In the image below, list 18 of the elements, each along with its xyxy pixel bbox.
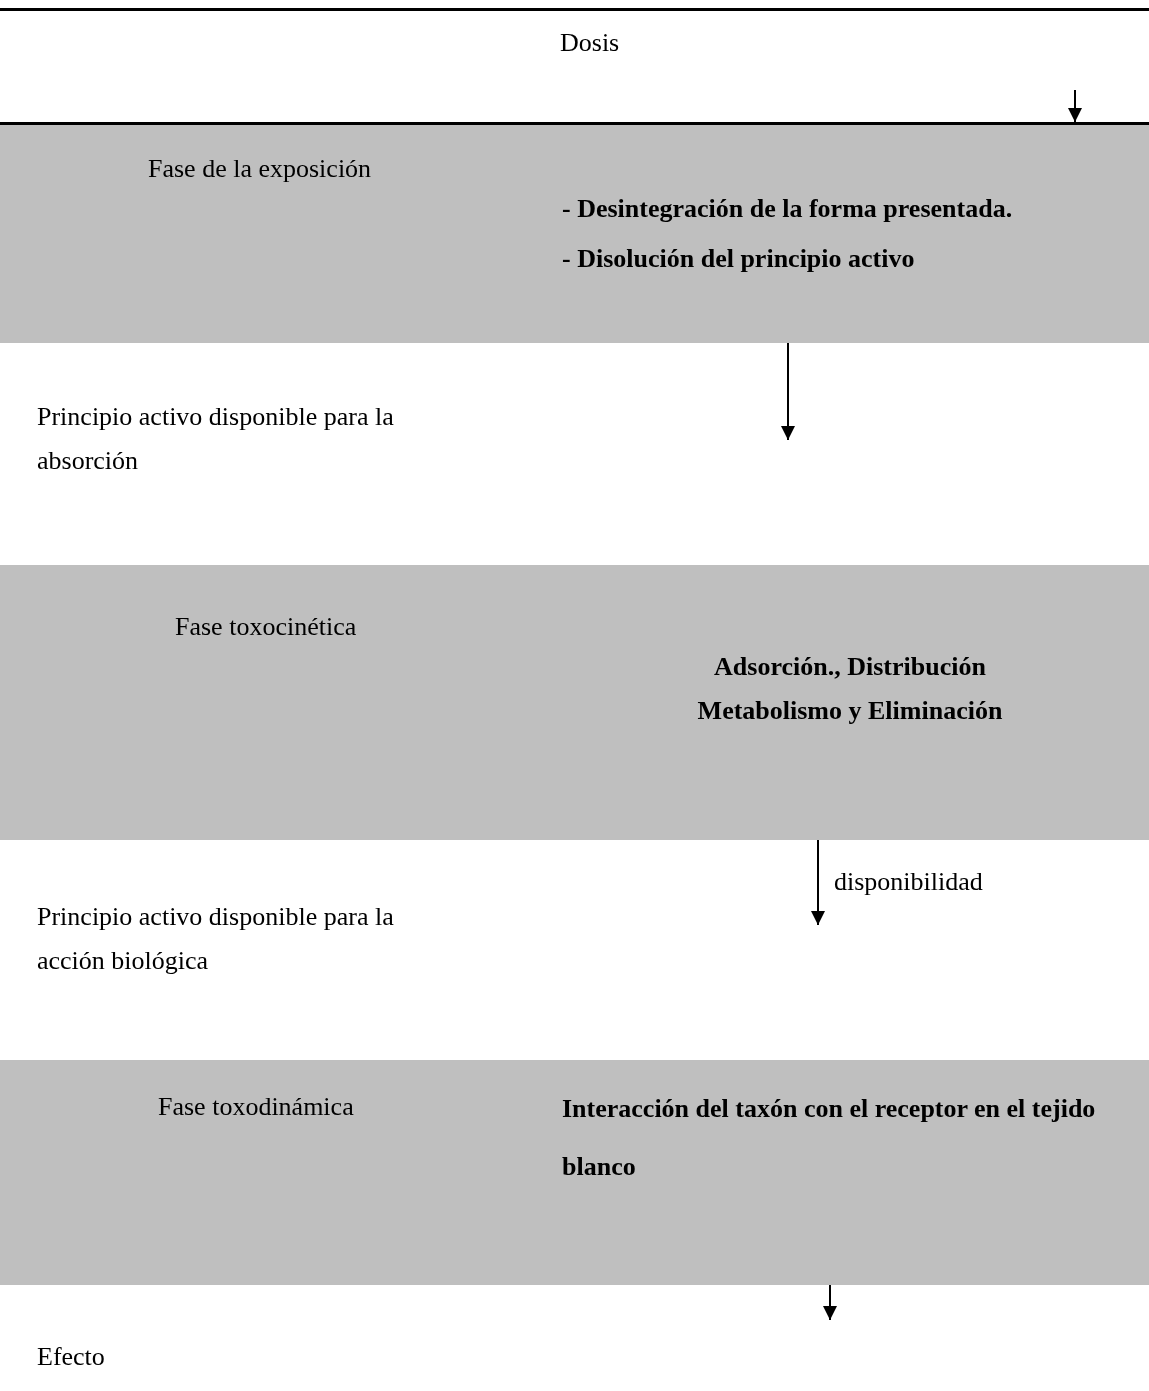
text-label: Dosis <box>560 27 621 59</box>
phase-title: Fase toxodinámica <box>158 1091 355 1123</box>
arrow <box>781 342 795 441</box>
text-label: Principio activo disponible para la absorción <box>0 395 1149 505</box>
text-label: Efecto <box>0 1325 1149 1391</box>
phase-band <box>0 565 1149 840</box>
phase-detail: - Disolución del principio activo <box>562 243 916 275</box>
phase-detail: - Desintegración de la forma presentada. <box>562 193 1014 225</box>
arrow <box>823 1284 837 1321</box>
phase-title: Fase toxocinética <box>175 611 358 643</box>
phase-band <box>0 122 1149 343</box>
arrow <box>1068 89 1082 123</box>
text-label: Principio activo disponible para la acción biológica <box>0 895 1149 1005</box>
arrow <box>811 839 825 926</box>
phase-band <box>0 1060 1149 1285</box>
phase-detail: Interacción del taxón con el receptor en el tejido blanco <box>562 1093 1097 1183</box>
phase-title: Fase de la exposición <box>148 153 373 185</box>
phase-detail: Adsorción., Distribución Metabolismo y Eliminación <box>696 651 1004 727</box>
